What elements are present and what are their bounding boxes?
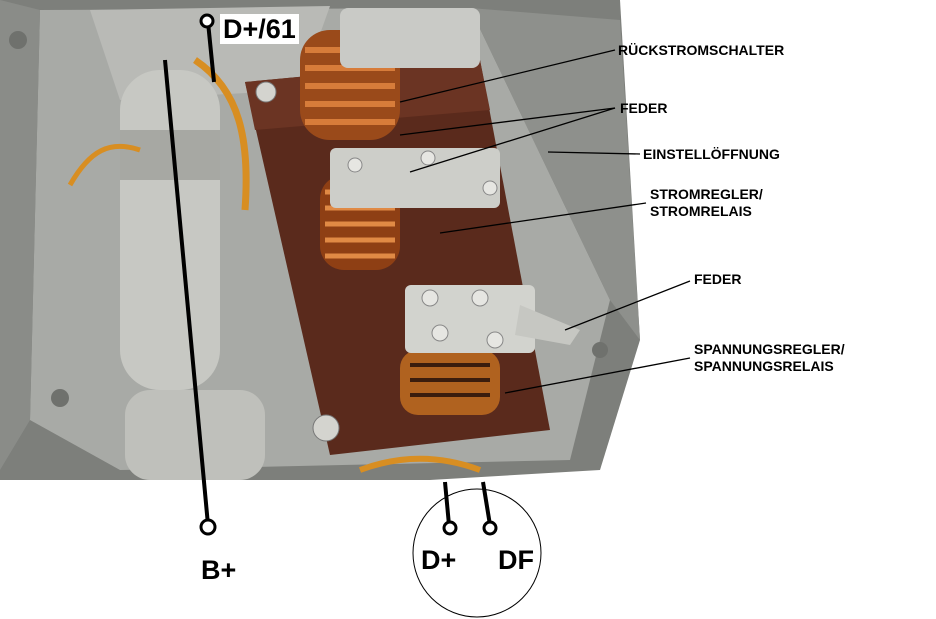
housing-wall-left bbox=[0, 0, 40, 470]
bplus-terminal bbox=[199, 518, 217, 536]
wire-orange-3 bbox=[358, 455, 482, 473]
housing-screw-2 bbox=[51, 389, 69, 407]
armature-rivet-1 bbox=[347, 157, 363, 173]
label-stromregler: STROMREGLER/ STROMRELAIS bbox=[650, 186, 763, 220]
housing-screw-3 bbox=[592, 342, 608, 358]
dplus-leader bbox=[443, 481, 451, 526]
capacitor-band bbox=[120, 130, 220, 180]
dplus-df-circle bbox=[412, 488, 542, 618]
df-leader bbox=[481, 481, 492, 526]
current-regulator-armature bbox=[330, 148, 500, 208]
voltage-regulator-coil bbox=[400, 350, 500, 415]
armature-rivet-5 bbox=[471, 289, 489, 307]
armature-rivet-7 bbox=[486, 331, 504, 349]
wire-orange-1 bbox=[193, 57, 250, 211]
label-d-plus: D+ bbox=[421, 545, 457, 575]
label-df: DF bbox=[498, 545, 534, 575]
armature-rivet-4 bbox=[421, 289, 439, 307]
label-stromregler-line1: STROMREGLER/ bbox=[650, 186, 763, 202]
board-screw-bottom bbox=[312, 414, 340, 442]
label-feder-top: FEDER bbox=[620, 100, 668, 116]
spann-leader bbox=[504, 357, 691, 394]
feder1-leader-b bbox=[409, 107, 616, 173]
bplus-leader bbox=[163, 59, 210, 526]
label-spannungsregler-line2: SPANNUNGSRELAIS bbox=[694, 358, 834, 374]
housing-wall-right bbox=[470, 8, 640, 340]
label-rueckstromschalter: RÜCKSTROMSCHALTER bbox=[618, 42, 785, 58]
label-stromregler-line2: STROMRELAIS bbox=[650, 203, 752, 219]
armature-rivet-2 bbox=[420, 150, 436, 166]
einstell-leader bbox=[547, 151, 641, 155]
label-spannungsregler: SPANNUNGSREGLER/ SPANNUNGSRELAIS bbox=[694, 341, 845, 375]
armature-rivet-3 bbox=[482, 180, 498, 196]
dplus-terminal bbox=[442, 520, 458, 536]
label-spannungsregler-line1: SPANNUNGSREGLER/ bbox=[694, 341, 845, 357]
armature-rivet-6 bbox=[431, 324, 449, 342]
voltage-regulator-spring bbox=[515, 305, 580, 345]
reverse-current-armature bbox=[340, 8, 480, 68]
rueck-leader bbox=[399, 49, 616, 103]
label-einstelloeffnung: EINSTELLÖFFNUNG bbox=[643, 146, 780, 162]
housing-screw-1 bbox=[9, 31, 27, 49]
feder1-leader-a bbox=[399, 107, 616, 136]
capacitor-base bbox=[125, 390, 265, 480]
strom-leader bbox=[439, 202, 647, 234]
feder2-leader bbox=[564, 280, 691, 331]
d61-leader bbox=[206, 21, 216, 83]
label-b-plus: B+ bbox=[201, 555, 237, 585]
df-terminal bbox=[482, 520, 498, 536]
label-feder-bottom: FEDER bbox=[694, 271, 742, 287]
wire-orange-2 bbox=[67, 143, 141, 187]
label-d-plus-61: D+/61 bbox=[220, 14, 299, 44]
d61-terminal bbox=[199, 13, 215, 29]
board-screw-top bbox=[255, 81, 277, 103]
